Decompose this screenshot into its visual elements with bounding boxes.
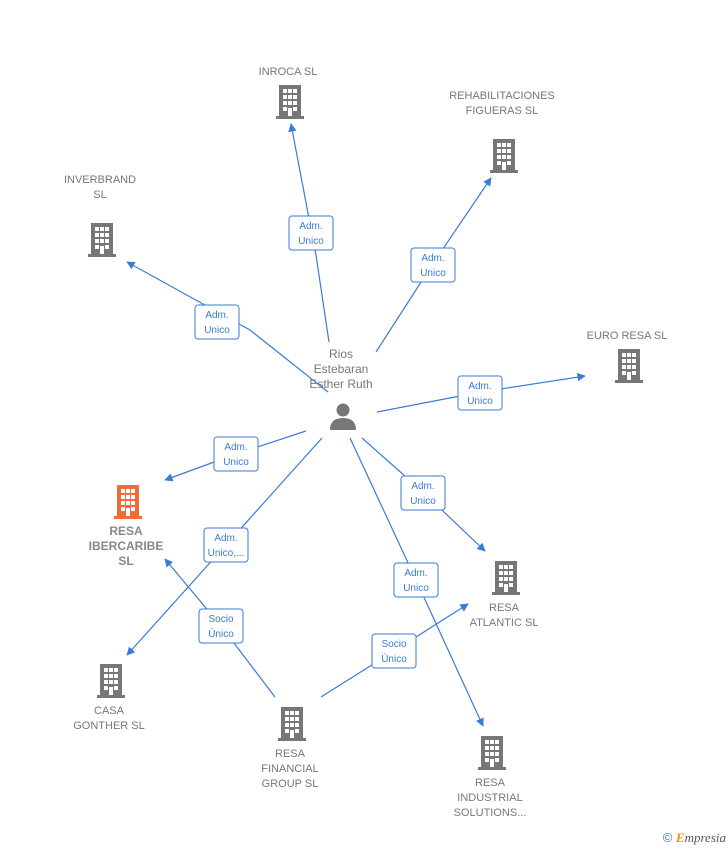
edge-label-line: Adm.: [421, 253, 444, 264]
building-icon: [492, 561, 520, 595]
company-label-line: RESA: [109, 524, 143, 538]
company-label-line: INVERBRAND: [64, 174, 136, 186]
company-label-line: CASA: [94, 705, 125, 717]
company-label-line: GONTHER SL: [73, 720, 145, 732]
edge-line: [288, 123, 330, 343]
company-label-line: FINANCIAL: [261, 763, 318, 775]
company-label-line: RESA: [489, 602, 520, 614]
building-icon: [490, 139, 518, 173]
edge-label-line: Socio: [381, 639, 406, 650]
edge-label-box: [213, 436, 259, 472]
building-icon: [97, 664, 125, 698]
person-label-line: Esther Ruth: [309, 377, 372, 391]
edge-label[interactable]: Adm. Unico: [213, 436, 259, 472]
building-icon: [478, 736, 506, 770]
empresia-logo[interactable]: Empresia: [675, 830, 726, 845]
company-label-line: RESA: [475, 777, 506, 789]
edge-label-line: Unico: [204, 325, 230, 336]
edge-line: [126, 261, 329, 393]
company-node-inverbrand[interactable]: INVERBRAND SL: [64, 174, 136, 257]
company-node-resa-industrial[interactable]: RESA INDUSTRIAL SOLUTIONS...: [454, 736, 527, 819]
edge-label[interactable]: Adm. Unico,...: [203, 527, 249, 563]
edge-label[interactable]: Adm. Unico: [194, 304, 240, 340]
company-node-rehabilitaciones[interactable]: REHABILITACIONES FIGUERAS SL: [449, 90, 555, 173]
edge-label-line: Adm.: [468, 381, 491, 392]
edge-label-line: Único: [208, 627, 234, 640]
person-icon: [330, 403, 356, 430]
edge-label-line: Adm.: [411, 481, 434, 492]
edge-label[interactable]: Adm. Unico: [393, 562, 439, 598]
edge-label-line: Adm.: [224, 442, 247, 453]
company-node-inroca[interactable]: INROCA SL: [259, 66, 318, 119]
edge-label-box: [198, 608, 244, 644]
building-icon: [114, 485, 142, 519]
edge-label-line: Unico: [223, 457, 249, 468]
edge-label-line: Unico: [410, 496, 436, 507]
person-label-line: Rios: [329, 347, 353, 361]
company-label-line: SL: [118, 554, 133, 568]
edge-label-line: Adm.: [205, 310, 228, 321]
company-label-line: GROUP SL: [262, 778, 319, 790]
edge-label-line: Adm.: [214, 533, 237, 544]
edge-label-box: [393, 562, 439, 598]
company-label-line: RESA: [275, 748, 306, 760]
company-label-line: ATLANTIC SL: [470, 617, 539, 629]
company-node-casa-gonther[interactable]: CASA GONTHER SL: [73, 664, 145, 732]
company-node-resa-financial[interactable]: RESA FINANCIAL GROUP SL: [261, 707, 319, 790]
edge-label-box: [457, 375, 503, 411]
edge-label-line: Adm.: [299, 221, 322, 232]
edge-inroca[interactable]: [288, 123, 330, 343]
building-icon: [278, 707, 306, 741]
edge-label-box: [288, 215, 334, 251]
company-label-line: INDUSTRIAL: [457, 792, 522, 804]
company-label-line: FIGUERAS SL: [466, 105, 539, 117]
company-label-line: IBERCARIBE: [89, 539, 164, 553]
copyright-footer: © Empresia: [663, 830, 726, 846]
edge-label-box: [410, 247, 456, 283]
edge-label-line: Unico: [420, 268, 446, 279]
company-label-line: INROCA SL: [259, 66, 318, 78]
edge-inverbrand[interactable]: [126, 261, 329, 393]
edge-label[interactable]: Adm. Unico: [457, 375, 503, 411]
edge-label-box: [400, 475, 446, 511]
edge-label[interactable]: Adm. Unico: [410, 247, 456, 283]
edge-label-line: Unico,...: [208, 548, 245, 559]
edge-label-line: Único: [381, 652, 407, 665]
edge-label[interactable]: Adm. Unico: [288, 215, 334, 251]
edge-label-line: Socio: [208, 614, 233, 625]
person-label-line: Estebaran: [314, 362, 369, 376]
edge-label-box: [203, 527, 249, 563]
company-label-line: REHABILITACIONES: [449, 90, 555, 102]
edge-label-line: Unico: [298, 236, 324, 247]
building-icon: [615, 349, 643, 383]
building-icon: [88, 223, 116, 257]
edge-label-box: [194, 304, 240, 340]
company-node-resa-atlantic[interactable]: RESA ATLANTIC SL: [470, 561, 539, 629]
company-node-euro-resa[interactable]: EURO RESA SL: [587, 330, 668, 383]
company-label-line: EURO RESA SL: [587, 330, 668, 342]
edge-label-box: [371, 633, 417, 669]
edge-label-line: Unico: [467, 396, 493, 407]
company-label-line: SL: [93, 189, 106, 201]
building-icon: [276, 85, 304, 119]
edge-label[interactable]: Adm. Unico: [400, 475, 446, 511]
copyright-icon: ©: [662, 830, 673, 845]
edge-label-line: Unico: [403, 583, 429, 594]
edge-label-line: Adm.: [404, 568, 427, 579]
company-label-line: SOLUTIONS...: [454, 807, 527, 819]
